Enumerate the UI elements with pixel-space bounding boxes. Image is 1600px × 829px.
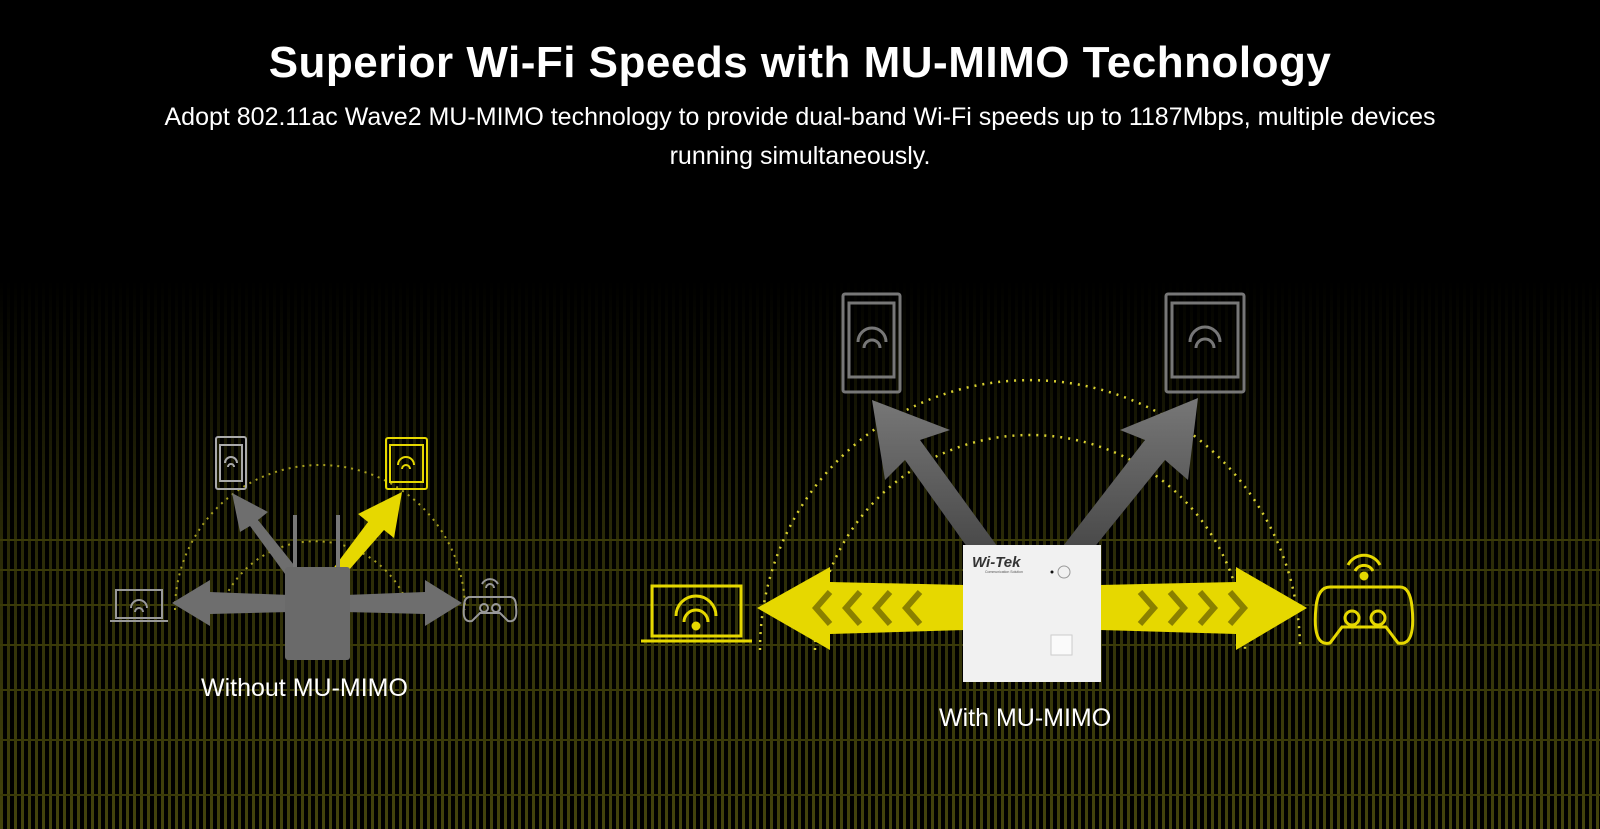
with-mu-mimo-label: With MU-MIMO — [939, 704, 1112, 732]
gamepad-icon — [462, 578, 518, 623]
arrow-up-left-gray — [232, 493, 298, 578]
brand-tagline: Communication Solution — [985, 570, 1023, 574]
arrow-left-yellow — [757, 567, 965, 650]
arrow-up-right-gray-large — [1060, 398, 1198, 565]
right-coverage-arcs — [758, 378, 1302, 651]
router-without — [285, 515, 350, 660]
arrow-up-left-gray-large — [872, 400, 1000, 565]
left-coverage-arcs — [174, 464, 466, 611]
tablet-icon-right — [1164, 292, 1246, 394]
phone-icon — [215, 436, 247, 490]
tablet-icon-left — [841, 292, 902, 394]
arrow-right-gray — [345, 580, 462, 626]
arrow-up-right-yellow — [332, 492, 402, 578]
brand-logo: Wi-Tek — [972, 554, 1021, 571]
ethernet-port — [1050, 634, 1073, 656]
arrow-chevrons — [812, 590, 1248, 626]
gamepad-icon-yellow — [1313, 553, 1415, 645]
without-mu-mimo-label: Without MU-MIMO — [201, 674, 408, 702]
page-subtitle: Adopt 802.11ac Wave2 MU-MIMO technology … — [164, 103, 1436, 170]
laptop-icon-yellow — [641, 584, 752, 643]
arrow-left-gray — [172, 580, 290, 626]
arrow-right-yellow — [1100, 567, 1307, 650]
wi-tek-access-point: Wi-Tek Communication Solution — [963, 545, 1101, 682]
page-title: Superior Wi-Fi Speeds with MU-MIMO Techn… — [268, 38, 1332, 87]
tablet-icon-yellow — [385, 437, 428, 490]
laptop-icon — [110, 589, 168, 622]
